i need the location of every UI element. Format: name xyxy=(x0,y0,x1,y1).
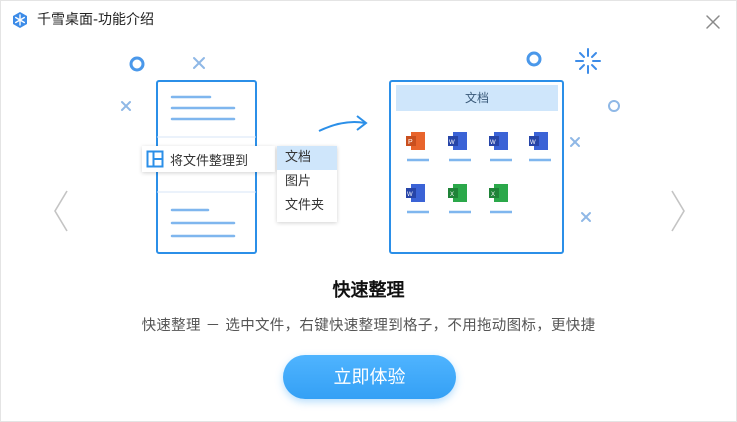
svg-text:W: W xyxy=(490,140,496,146)
context-submenu: 文档 图片 文件夹 xyxy=(277,146,337,222)
close-icon[interactable] xyxy=(704,13,722,31)
chevron-left-icon[interactable] xyxy=(49,187,73,235)
context-menu-item: 将文件整理到 xyxy=(142,146,275,172)
submenu-item-images: 图片 xyxy=(285,174,312,189)
submenu-item-docs: 文档 xyxy=(277,146,337,170)
svg-text:P: P xyxy=(408,139,413,146)
svg-text:W: W xyxy=(407,192,413,198)
target-grid-title: 文档 xyxy=(464,91,489,105)
window-title: 千雪桌面-功能介绍 xyxy=(37,12,155,28)
feature-heading: 快速整理 xyxy=(332,280,405,301)
svg-text:W: W xyxy=(530,140,536,146)
svg-text:X: X xyxy=(450,192,454,198)
snowflake-icon xyxy=(13,12,27,28)
grid-layout-icon xyxy=(146,150,164,168)
chevron-right-icon[interactable] xyxy=(666,187,690,235)
feature-description: 快速整理 － 选中文件，右键快速整理到格子，不用拖动图标，更快捷 xyxy=(141,318,596,334)
svg-text:X: X xyxy=(491,192,495,198)
feature-illustration: P W W W W X X xyxy=(1,39,736,269)
title-bar: 千雪桌面-功能介绍 xyxy=(1,1,736,39)
submenu-item-folder: 文件夹 xyxy=(285,198,325,213)
try-now-button[interactable]: 立即体验 xyxy=(283,355,456,399)
svg-text:W: W xyxy=(449,140,455,146)
context-menu-label: 将文件整理到 xyxy=(170,153,249,169)
